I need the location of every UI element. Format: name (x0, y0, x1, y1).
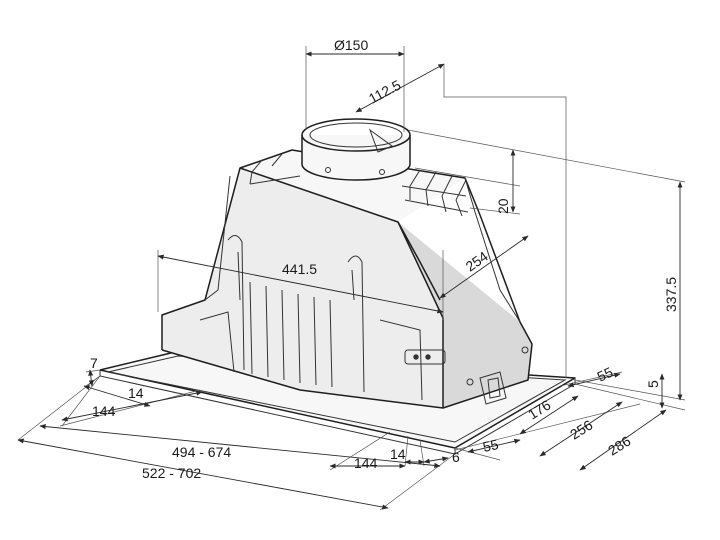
label-front-144: 144 (354, 455, 378, 471)
duct-collar (301, 118, 411, 181)
label-duct-diameter: Ø150 (334, 37, 368, 53)
label-left-14: 14 (128, 385, 144, 401)
label-left-edge-7: 7 (90, 355, 98, 371)
label-front-14: 14 (390, 446, 406, 462)
label-total-height: 337.5 (663, 277, 679, 312)
dimension-lines (17, 51, 683, 510)
label-width-range-outer: 522 - 702 (142, 465, 201, 481)
label-motor-depth: 254 (463, 248, 491, 275)
label-rear-offset-right: 55 (595, 364, 616, 385)
label-motor-width: 441.5 (282, 261, 317, 277)
label-front-6: 6 (452, 449, 460, 465)
label-width-range-inner: 494 - 674 (172, 444, 231, 460)
label-duct-offset: 112.5 (366, 76, 404, 106)
label-depth-256: 256 (567, 416, 595, 442)
label-left-144: 144 (92, 403, 116, 419)
label-rib-height: 20 (495, 198, 511, 214)
label-depth-286: 286 (605, 432, 633, 458)
label-front-offset-right: 55 (481, 436, 500, 455)
label-frame-thickness: 5 (645, 380, 661, 388)
dimension-labels: Ø150 112.5 20 254 441.5 337.5 5 55 176 2… (90, 37, 679, 481)
